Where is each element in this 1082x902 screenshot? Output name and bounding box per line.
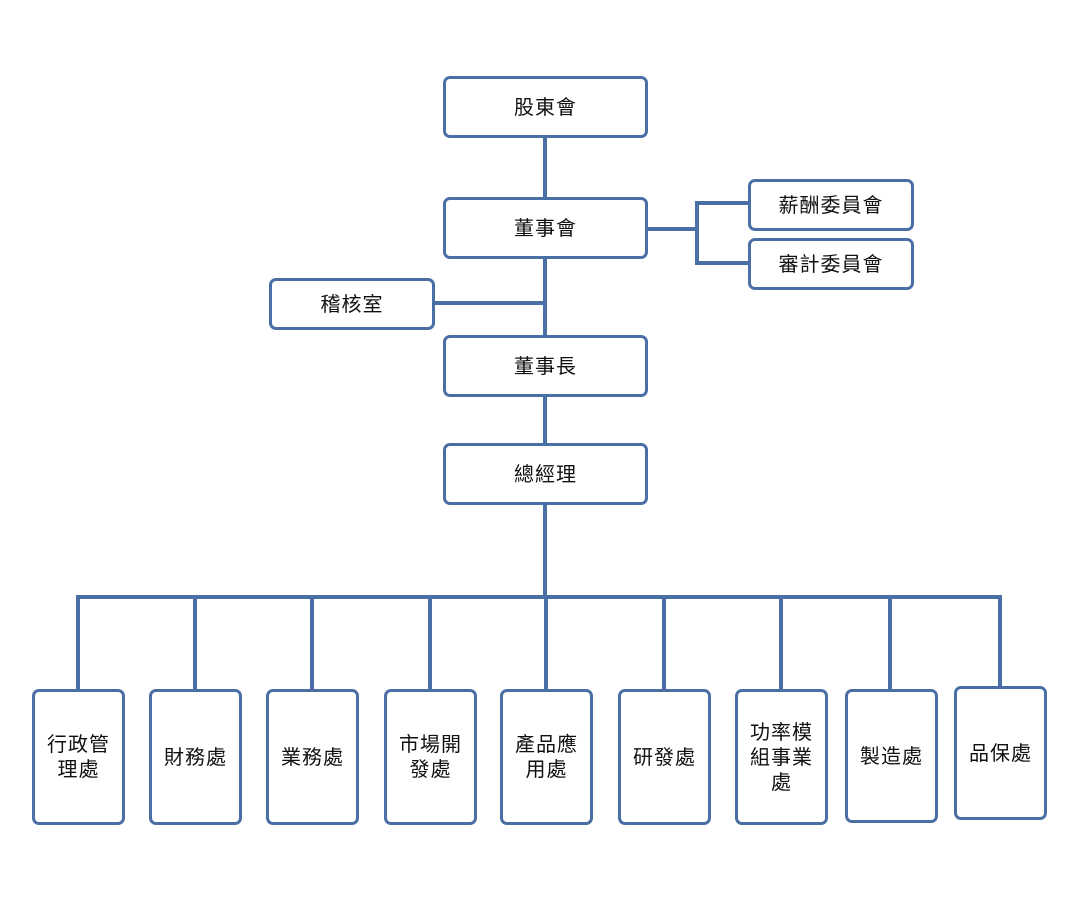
department-label: 市場開發處 (399, 732, 462, 781)
department-label: 業務處 (281, 744, 344, 769)
department-box: 製造處 (845, 689, 938, 823)
department-box: 功率模組事業處 (735, 689, 828, 825)
chairman-label: 董事長 (514, 353, 577, 378)
shareholders-meeting-box: 股東會 (443, 76, 648, 138)
department-label: 研發處 (633, 744, 696, 769)
department-box: 行政管理處 (32, 689, 125, 825)
department-box: 業務處 (266, 689, 359, 825)
general-manager-label: 總經理 (514, 461, 577, 486)
board-of-directors-box: 董事會 (443, 197, 648, 259)
department-box: 品保處 (954, 686, 1047, 820)
compensation-committee-label: 薪酬委員會 (778, 192, 884, 217)
audit-committee-label: 審計委員會 (778, 251, 884, 276)
shareholders-meeting-label: 股東會 (514, 94, 577, 119)
department-box: 產品應用處 (500, 689, 593, 825)
chairman-box: 董事長 (443, 335, 648, 397)
board-of-directors-label: 董事會 (514, 215, 577, 240)
department-label: 品保處 (969, 740, 1032, 765)
department-box: 財務處 (149, 689, 242, 825)
department-label: 製造處 (860, 743, 923, 768)
audit-office-box: 稽核室 (269, 278, 435, 330)
audit-committee-box: 審計委員會 (748, 238, 914, 290)
department-label: 功率模組事業處 (750, 719, 813, 794)
audit-office-label: 稽核室 (320, 291, 384, 316)
department-box: 市場開發處 (384, 689, 477, 825)
department-label: 財務處 (164, 744, 227, 769)
department-label: 行政管理處 (47, 732, 110, 781)
general-manager-box: 總經理 (443, 443, 648, 505)
department-label: 產品應用處 (515, 732, 578, 781)
department-box: 研發處 (618, 689, 711, 825)
compensation-committee-box: 薪酬委員會 (748, 179, 914, 231)
